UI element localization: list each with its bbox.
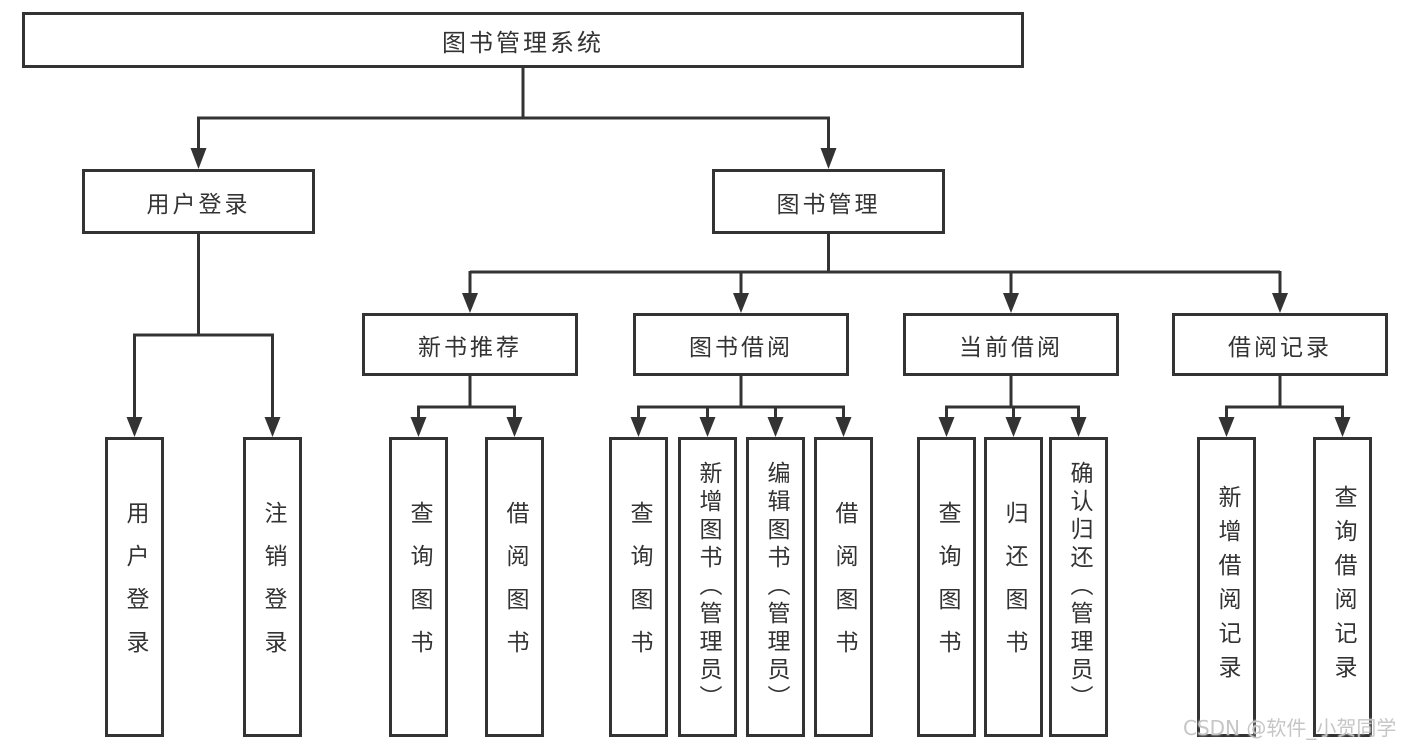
leaf-logout: 注销登录 (243, 437, 302, 737)
node-label: 查询图书 (626, 501, 652, 673)
node-user-login: 用户登录 (82, 169, 315, 234)
node-label: 图书管理系统 (442, 28, 604, 57)
node-label: 用户登录 (122, 501, 148, 673)
leaf-borrow-books-recommend: 借阅图书 (485, 437, 544, 737)
leaf-borrow-books-borrowing: 借阅图书 (814, 437, 873, 737)
node-label: 查询借阅记录 (1330, 485, 1356, 689)
node-label: 确认归还（管理员） (1066, 461, 1092, 713)
arrowheads (126, 148, 1351, 437)
node-label: 借阅图书 (502, 501, 528, 673)
node-label: 编辑图书（管理员） (763, 461, 789, 713)
node-label: 借阅记录 (1228, 334, 1332, 361)
node-label: 新增图书（管理员） (695, 461, 721, 713)
leaf-query-borrow-record: 查询借阅记录 (1313, 437, 1372, 737)
leaf-edit-book-admin: 编辑图书（管理员） (746, 437, 805, 737)
node-current-borrowing: 当前借阅 (903, 313, 1119, 376)
leaf-user-login: 用户登录 (105, 437, 164, 737)
node-label: 新书推荐 (418, 334, 522, 361)
node-label: 归还图书 (1001, 501, 1027, 673)
node-new-book-recommendation: 新书推荐 (362, 313, 578, 376)
csdn-watermark: CSDN @软件_小贺同学 (1183, 716, 1397, 740)
node-label: 注销登录 (260, 501, 286, 673)
node-label: 图书借阅 (689, 334, 793, 361)
node-borrow-records: 借阅记录 (1172, 313, 1388, 376)
node-book-borrowing: 图书借阅 (633, 313, 849, 376)
node-label: 图书管理 (776, 191, 881, 218)
node-label: 借阅图书 (831, 501, 857, 673)
node-label: 当前借阅 (959, 334, 1063, 361)
node-library-management-system: 图书管理系统 (22, 12, 1024, 68)
node-label: 查询图书 (934, 501, 960, 673)
leaf-add-borrow-record: 新增借阅记录 (1197, 437, 1256, 737)
node-book-management: 图书管理 (712, 169, 945, 234)
leaf-query-books-current: 查询图书 (917, 437, 976, 737)
leaf-add-book-admin: 新增图书（管理员） (678, 437, 737, 737)
node-label: 查询图书 (406, 501, 432, 673)
node-label: 新增借阅记录 (1214, 485, 1240, 689)
node-label: 用户登录 (146, 191, 251, 218)
leaf-query-books-recommend: 查询图书 (389, 437, 448, 737)
leaf-return-book: 归还图书 (984, 437, 1043, 737)
leaf-confirm-return-admin: 确认归还（管理员） (1049, 437, 1108, 737)
leaf-query-books-borrowing: 查询图书 (609, 437, 668, 737)
